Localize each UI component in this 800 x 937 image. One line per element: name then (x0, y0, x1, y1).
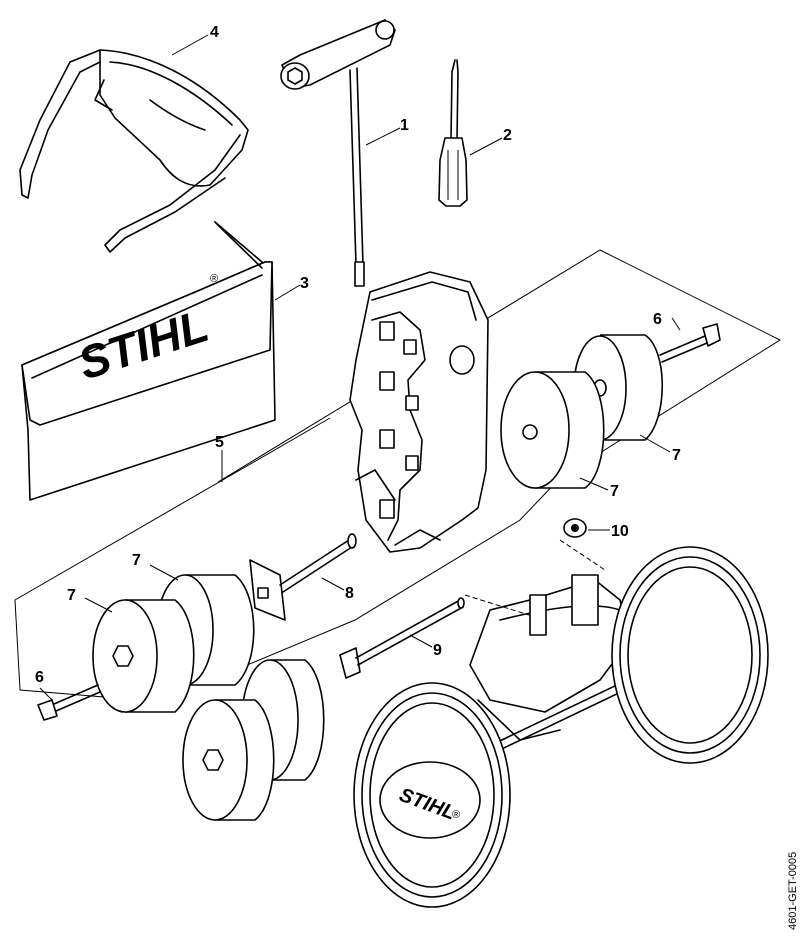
tool-pouch: STIHL ® (21, 221, 276, 501)
roller-upper-front (500, 371, 605, 489)
guide-housing (349, 271, 489, 553)
bolt-lower (37, 684, 101, 721)
combination-wrench (280, 19, 396, 287)
screwdriver (438, 59, 468, 207)
safety-glasses (19, 49, 249, 253)
callout-5: 5 (215, 434, 224, 451)
bolt-upper (659, 323, 721, 363)
kit-outline (14, 249, 782, 701)
spare-roller-front (182, 699, 275, 821)
callout-7a: 7 (132, 552, 141, 569)
callout-7c: 7 (672, 447, 681, 464)
callout-4: 4 (210, 24, 219, 41)
washer (563, 518, 587, 538)
callout-9: 9 (433, 642, 442, 659)
axle-bolt (339, 597, 465, 679)
callout-6b: 6 (653, 311, 662, 328)
guide-bolt-plate (249, 533, 357, 621)
callout-10: 10 (611, 523, 629, 540)
wheel-registered-mark: ® (452, 809, 460, 821)
callout-2: 2 (503, 127, 512, 144)
callout-6a: 6 (35, 669, 44, 686)
callout-7b: 7 (67, 587, 76, 604)
callout-1: 1 (400, 117, 409, 134)
wheel-cart: STIHL ® (353, 539, 769, 908)
callout-8: 8 (345, 585, 354, 602)
roller-lower-front (92, 599, 195, 713)
callout-3: 3 (300, 275, 309, 292)
drawing-reference: 4601-GET-0005 (787, 852, 799, 930)
callout-7d: 7 (610, 483, 619, 500)
pouch-registered-mark: ® (210, 273, 218, 285)
